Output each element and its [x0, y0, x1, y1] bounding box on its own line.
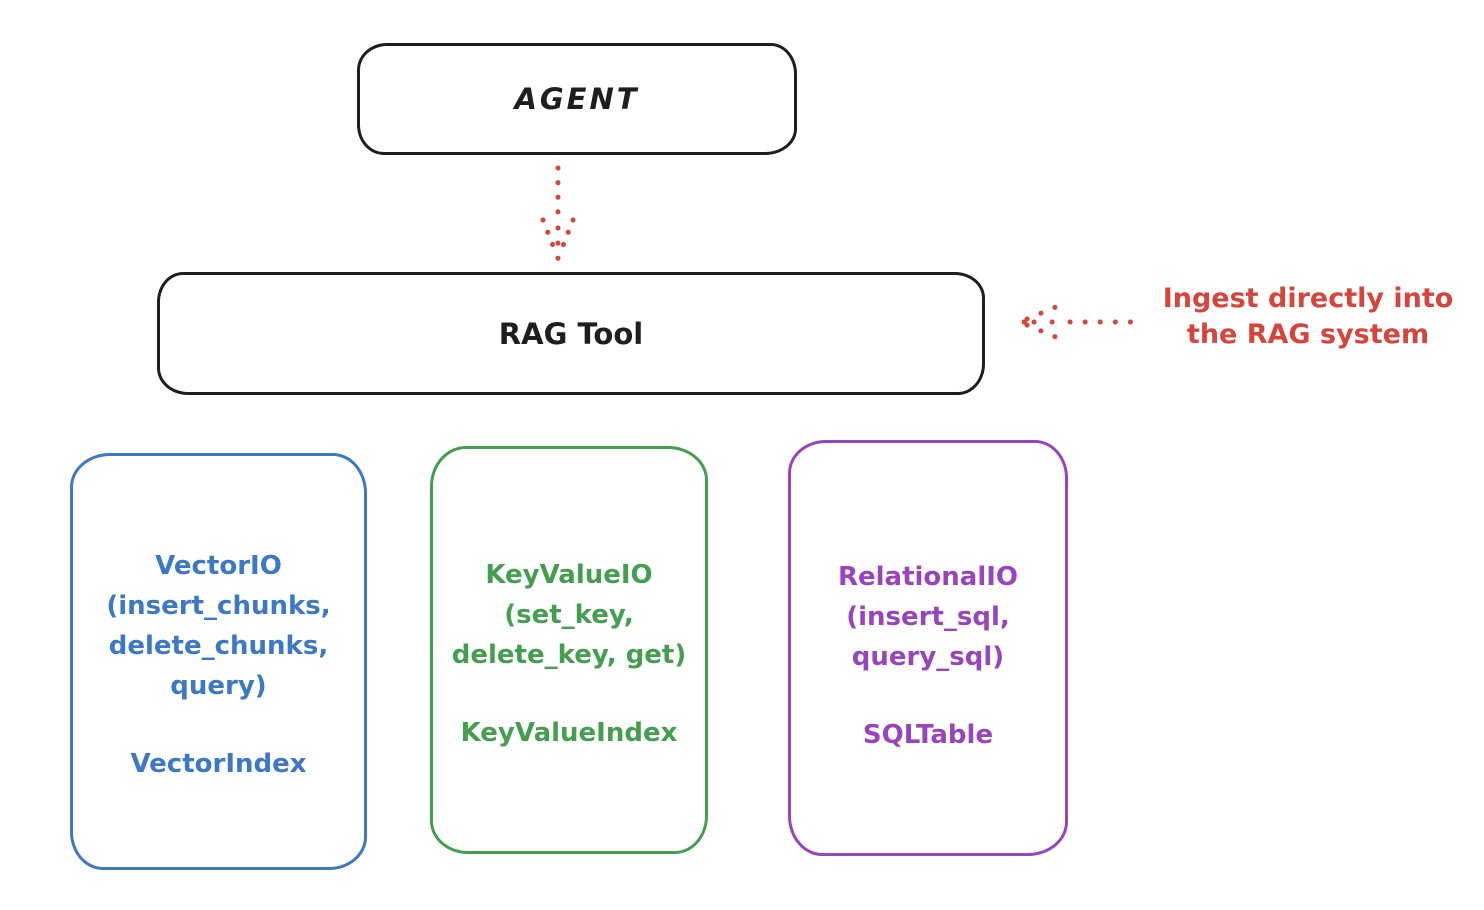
agent-box-label: AGENT [514, 82, 640, 116]
relational-io-line: query_sql) [851, 642, 1005, 672]
ingest-annotation-line2: the RAG system [1186, 319, 1430, 350]
keyvalue-io-line: delete_key, get) [451, 640, 687, 670]
relational-io-line: (insert_sql, [846, 602, 1010, 632]
rag-tool-box: RAG Tool [157, 272, 985, 395]
rag-tool-box-label: RAG Tool [498, 316, 644, 351]
keyvalue-io-box: KeyValueIO (set_key, delete_key, get) Ke… [430, 446, 708, 854]
vector-io-box: VectorIO (insert_chunks, delete_chunks, … [70, 453, 367, 870]
keyvalue-io-line: KeyValueIO [485, 560, 653, 590]
keyvalue-index-label: KeyValueIndex [460, 718, 678, 748]
keyvalue-io-line: (set_key, [504, 600, 634, 630]
vector-io-text: VectorIO (insert_chunks, delete_chunks, … [73, 456, 364, 784]
ingest-annotation: Ingest directly into the RAG system [1140, 281, 1476, 353]
sql-table-label: SQLTable [862, 720, 994, 750]
vector-io-line: query) [170, 671, 267, 701]
vector-io-line: delete_chunks, [108, 631, 329, 661]
relational-io-line: RelationalIO [837, 562, 1019, 592]
ingest-dotted-arrow-icon [1021, 303, 1135, 341]
agent-box: AGENT [357, 43, 797, 155]
vector-io-line: VectorIO [155, 551, 282, 581]
agent-to-rag-dotted-arrow-icon [540, 165, 576, 262]
vector-io-line: (insert_chunks, [106, 591, 331, 621]
vector-index-label: VectorIndex [130, 749, 307, 779]
relational-io-box: RelationalIO (insert_sql, query_sql) SQL… [788, 440, 1068, 856]
keyvalue-io-text: KeyValueIO (set_key, delete_key, get) Ke… [433, 449, 705, 753]
ingest-annotation-line1: Ingest directly into [1162, 283, 1454, 314]
relational-io-text: RelationalIO (insert_sql, query_sql) SQL… [791, 443, 1065, 755]
